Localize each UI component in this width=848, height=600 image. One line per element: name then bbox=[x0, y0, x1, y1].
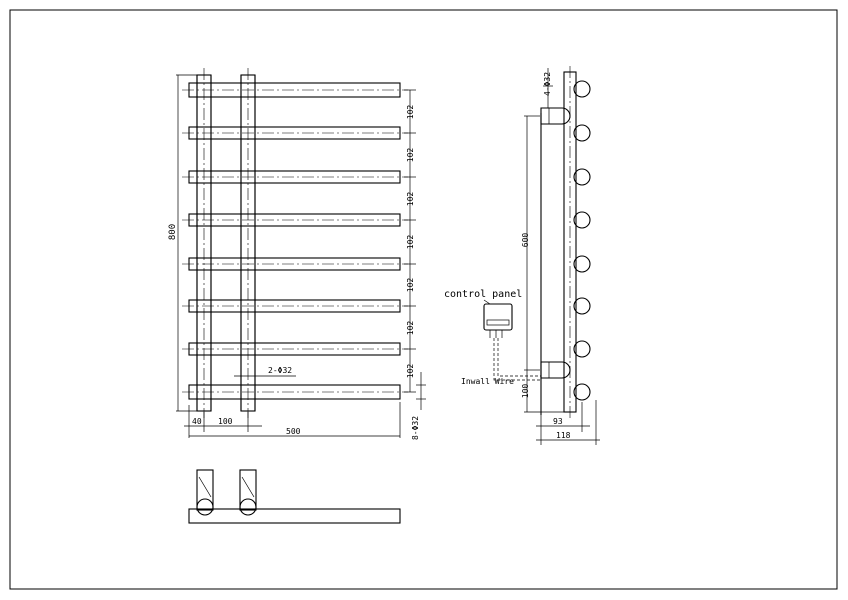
dim-spacing-6: 102 bbox=[406, 321, 415, 336]
dim-side-depth: 93 bbox=[553, 417, 563, 426]
control-panel-label: control panel bbox=[444, 289, 522, 300]
top-view-bar bbox=[188, 508, 401, 524]
dim-spacing-3: 102 bbox=[406, 192, 415, 207]
dim-mount-diameter: 4-Φ32 bbox=[543, 72, 552, 96]
side-bar-ends bbox=[573, 80, 591, 401]
inwall-wire-label: Inwall Wire bbox=[461, 377, 514, 386]
control-panel-box bbox=[483, 303, 513, 331]
inwall-wire-path bbox=[493, 338, 541, 381]
dim-spacing-1: 102 bbox=[406, 105, 415, 120]
bottom-mount-bracket bbox=[540, 361, 571, 379]
drawing-border bbox=[9, 9, 838, 590]
dim-side-height: 600 bbox=[521, 233, 530, 248]
front-view: 800 102 102 102 102 102 102 102 8-Φ32 2-… bbox=[168, 68, 426, 440]
front-bars bbox=[182, 75, 408, 411]
dim-bar-diameter: 2-Φ32 bbox=[268, 366, 292, 375]
dim-left-offset: 40 bbox=[192, 417, 202, 426]
dim-spacing-5: 102 bbox=[406, 278, 415, 293]
dim-post-spacing: 100 bbox=[218, 417, 233, 426]
dim-side-overall-depth: 118 bbox=[556, 431, 571, 440]
dim-spacing-2: 102 bbox=[406, 148, 415, 163]
dim-side-bottom: 100 bbox=[521, 384, 530, 399]
side-view: 4-Φ32 600 100 93 118 control panel Inwal… bbox=[444, 66, 600, 445]
top-mount-bracket bbox=[540, 107, 571, 125]
top-view-post-left bbox=[196, 469, 214, 511]
dim-spacing-4: 102 bbox=[406, 235, 415, 250]
dim-spacing-7: 102 bbox=[406, 364, 415, 379]
dim-pipe-diameter: 8-Φ32 bbox=[411, 416, 420, 440]
top-view bbox=[188, 469, 401, 524]
dim-overall-height: 800 bbox=[168, 224, 178, 240]
top-view-post-right bbox=[239, 469, 257, 511]
dim-overall-width: 500 bbox=[286, 427, 301, 436]
